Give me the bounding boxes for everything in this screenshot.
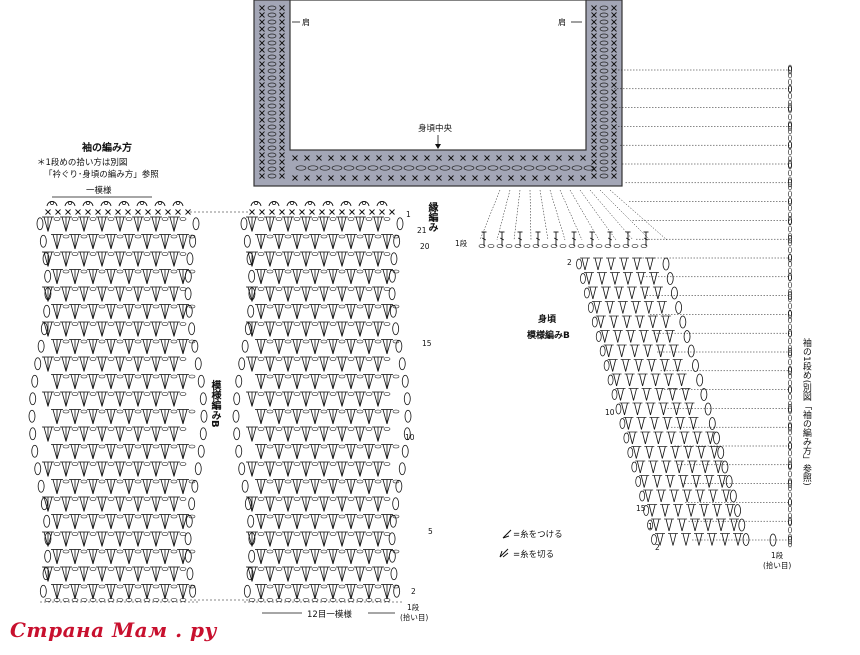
shoulder-left-label: 肩	[302, 17, 310, 27]
body-row-labels: 1段 2 10 15 1 2 1段 (拾い目)	[455, 238, 791, 570]
svg-text:1段: 1段	[455, 238, 468, 248]
neckline-frame	[253, 0, 623, 187]
sleeve-note-1: ＊1段めの拾い方は別図	[37, 157, 127, 168]
attach-yarn-icon	[502, 529, 512, 539]
svg-text:21: 21	[417, 226, 427, 235]
legend: =糸をつける =糸を切る	[499, 529, 563, 560]
svg-text:5: 5	[428, 527, 433, 536]
shoulder-right-label: 肩	[558, 17, 566, 27]
body-chart	[478, 231, 777, 547]
watermark: Страна Мам . ру	[10, 618, 217, 642]
one-pattern-label: 一模様	[86, 185, 112, 196]
body-pattern: 模様編みB	[527, 329, 570, 341]
sleeve-note-2: 「衿ぐり･身頃の編み方」参照	[44, 169, 159, 180]
legend-cut: =糸を切る	[513, 549, 554, 560]
svg-text:15: 15	[636, 504, 646, 513]
svg-text:15: 15	[422, 339, 432, 348]
sleeve-chart-left	[28, 200, 250, 603]
svg-text:1: 1	[406, 210, 411, 219]
cut-yarn-icon	[499, 548, 509, 558]
svg-text:2: 2	[655, 543, 660, 552]
side-note-vertical: 袖の1段め(別図「袖の編み方」参照)	[800, 338, 811, 486]
svg-text:(拾い目): (拾い目)	[763, 560, 791, 570]
svg-text:2: 2	[411, 587, 416, 596]
legend-attach: =糸をつける	[513, 529, 563, 540]
sleeve-title: 袖の編み方	[81, 141, 132, 154]
sleeve-pattern-vertical: 模様編みB	[209, 380, 220, 428]
sleeve-chart-right	[232, 200, 412, 603]
svg-text:10: 10	[405, 433, 415, 442]
svg-text:(拾い目): (拾い目)	[400, 612, 428, 622]
svg-text:1段: 1段	[771, 550, 784, 560]
svg-text:10: 10	[605, 408, 615, 417]
svg-text:20: 20	[420, 242, 430, 251]
body-center-label: 身頃中央	[418, 123, 453, 134]
body-title: 身頃	[538, 313, 557, 325]
svg-text:1: 1	[648, 522, 653, 531]
svg-text:2: 2	[567, 258, 572, 267]
svg-text:1段: 1段	[407, 602, 420, 612]
repeat-label: 12目一模様	[307, 609, 352, 620]
edge-vertical: 縁編み	[426, 202, 437, 232]
sleeve-pickup-lines	[479, 64, 792, 548]
sleeve-row-labels: 1 21 20 15 10 5 2 1段 (拾い目)	[400, 210, 433, 622]
